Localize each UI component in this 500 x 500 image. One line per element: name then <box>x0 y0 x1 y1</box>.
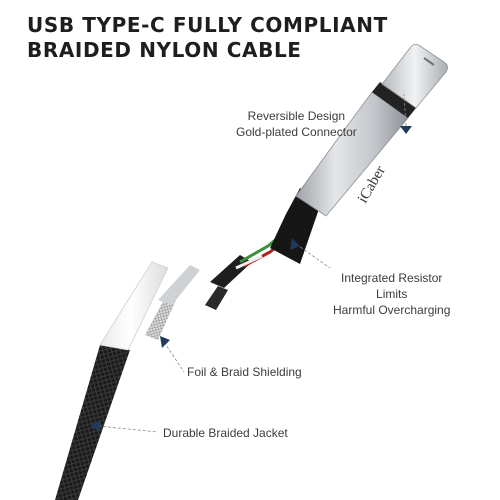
foil-shielding <box>158 265 200 305</box>
connector-leader-line <box>403 93 407 127</box>
jacket-callout-line-1: Durable Braided Jacket <box>163 426 288 440</box>
connector-callout: Reversible Design Gold-plated Connector <box>236 108 357 140</box>
shielding-callout: Foil & Braid Shielding <box>187 364 302 380</box>
strain-relief <box>270 188 320 264</box>
type-c-tip <box>381 44 448 109</box>
resistor-arrow <box>290 238 300 250</box>
headline-line-2: BRAIDED NYLON CABLE <box>27 38 302 62</box>
white-inner-jacket <box>99 261 169 351</box>
headline: USB TYPE-C FULLY COMPLIANT BRAIDED NYLON… <box>27 13 388 63</box>
jacket-arrow <box>90 420 100 432</box>
inner-sleeve <box>210 255 252 288</box>
resistor-callout-line-3: Harmful Overcharging <box>333 303 451 317</box>
resistor-callout-line-1: Integrated Resistor <box>340 271 443 285</box>
braid-shielding <box>145 296 176 340</box>
resistor-callout-line-2: Limits <box>376 287 408 301</box>
connector-callout-line-2: Gold-plated Connector <box>236 125 357 139</box>
headline-line-1: USB TYPE-C FULLY COMPLIANT <box>27 13 388 37</box>
connector-callout-line-1: Reversible Design <box>247 109 346 123</box>
jacket-leader-line <box>97 425 159 433</box>
resistor-leader-line <box>295 243 331 269</box>
braided-jacket <box>55 345 130 500</box>
shielding-callout-line-1: Foil & Braid Shielding <box>187 365 302 379</box>
shielding-leader-line <box>163 341 185 373</box>
connector-arrow <box>400 126 412 134</box>
jacket-callout: Durable Braided Jacket <box>163 425 288 441</box>
resistor-callout: Integrated Resistor Limits Harmful Overc… <box>333 270 450 318</box>
shielding-arrow <box>160 336 170 348</box>
